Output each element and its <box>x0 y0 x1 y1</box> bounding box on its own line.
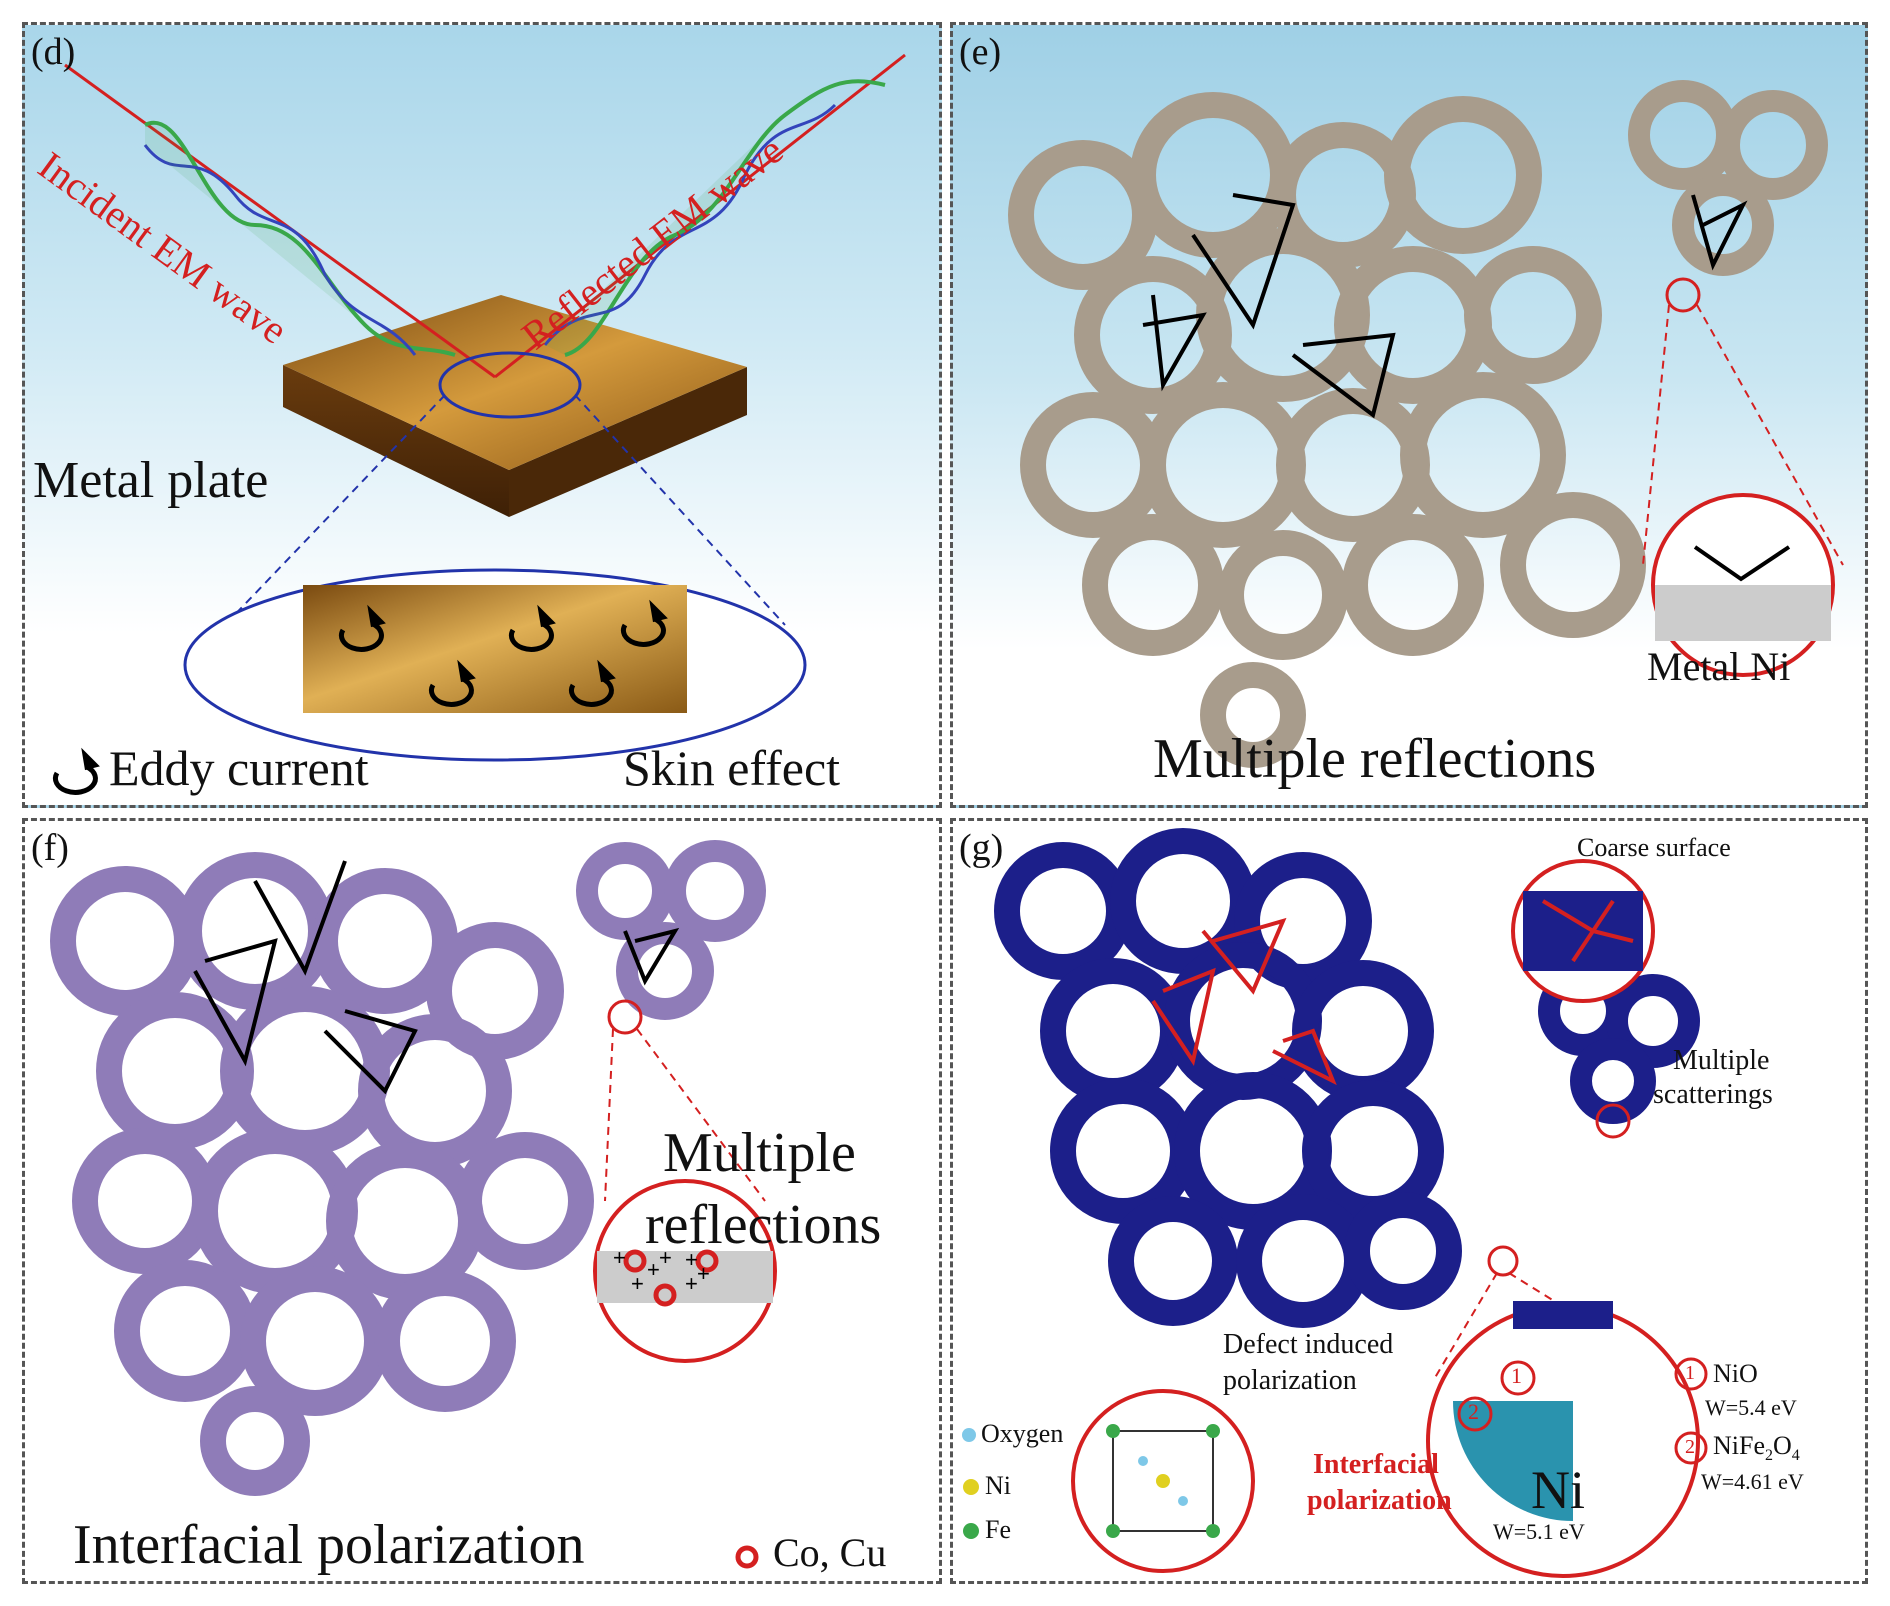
ni-work-function: W=5.1 eV <box>1493 1519 1585 1544</box>
g-scatterings-label: scatterings <box>1653 1079 1773 1110</box>
panel-g-tag: (g) <box>959 827 1004 869</box>
num1-circle <box>1500 1360 1536 1396</box>
g-zoom-spot-lower <box>1487 1245 1519 1277</box>
nife2o4-part-a: NiFe <box>1713 1431 1765 1460</box>
crystal-atoms <box>1106 1424 1220 1538</box>
svg-text:+: + <box>685 1247 698 1272</box>
incident-spot-circle <box>438 351 582 419</box>
reflected-wave-fill <box>545 115 785 355</box>
legend-oxygen: Oxygen <box>981 1419 1064 1448</box>
f-reflection-arrows <box>193 860 680 1095</box>
plus-charges: +++ +++ + <box>613 1245 710 1296</box>
svg-text:+: + <box>685 1271 698 1296</box>
metal-ni-arrow <box>1693 545 1791 582</box>
panel-f-drawing: +++ +++ + <box>50 840 777 1569</box>
panel-g-defect-polarization: (g) Coarse surface Multiple scatterings … <box>950 818 1868 1584</box>
incident-wave-blue <box>143 144 417 356</box>
metal-ni-label: Metal Ni <box>1647 644 1791 689</box>
element-legend-dots <box>962 1428 979 1539</box>
f-reflections-label: reflections <box>645 1194 882 1256</box>
reflection-arrows-black <box>1142 193 1748 419</box>
nife-number: 2 <box>1685 1436 1695 1458</box>
ni-disk-quarter <box>1453 1401 1573 1521</box>
cocu-particles <box>623 1249 759 1569</box>
ni-top-layer <box>1513 1301 1613 1329</box>
scattering-arrows-red <box>1151 917 1337 1086</box>
num2-label: 2 <box>1468 1399 1479 1424</box>
panel-d-eddy-current: (d) Incident EM wave Reflected EM wave M… <box>22 22 942 808</box>
nio-label: NiO <box>1713 1359 1758 1388</box>
nickel-foam-small <box>1628 80 1828 276</box>
e-zoom-line-right <box>1696 304 1844 566</box>
panel-e-tag: (e) <box>959 31 1002 73</box>
panel-f-tag: (f) <box>31 827 69 869</box>
coarse-surface-arrows <box>1541 899 1634 963</box>
multiple-reflections-caption: Multiple reflections <box>1153 728 1597 790</box>
nickel-foam-large <box>1008 92 1646 768</box>
metal-plate-label: Metal plate <box>33 452 269 509</box>
nio-num-circle <box>1674 1357 1708 1391</box>
nife2o4-label: NiFe2O4 <box>1713 1433 1800 1464</box>
reflected-ray <box>494 53 906 379</box>
f-zoom-spot <box>607 999 643 1035</box>
nife2o4-part-c: O <box>1773 1431 1792 1460</box>
skin-effect-label: Skin effect <box>623 740 841 796</box>
nife2o4-part-b: 2 <box>1765 1447 1773 1465</box>
defect-label-line1: Defect induced <box>1223 1329 1394 1360</box>
panel-d-tag: (d) <box>31 31 76 73</box>
cocu-foam-large <box>50 852 594 1496</box>
interfacial-label-line2: polarization <box>1307 1485 1452 1516</box>
svg-text:+: + <box>631 1271 644 1296</box>
incident-ray <box>64 63 496 379</box>
ni-disk-label: Ni <box>1531 1460 1585 1520</box>
cocu-legend-label: Co, Cu <box>773 1530 887 1575</box>
panel-f-interfacial-polarization: +++ +++ + (f) Multiple reflections Inter… <box>22 818 942 1584</box>
num1-label: 1 <box>1511 1363 1522 1388</box>
reflected-wave-green <box>564 79 886 357</box>
f-zoom-line-left <box>604 1028 614 1202</box>
svg-text:+: + <box>659 1245 672 1270</box>
eddy-current-label: Eddy current <box>109 740 369 796</box>
coarse-surface-label: Coarse surface <box>1577 833 1731 862</box>
nife2o4-work-function: W=4.61 eV <box>1701 1469 1804 1494</box>
legend-ni: Ni <box>985 1471 1011 1500</box>
nife2o4-foam-large <box>994 828 1462 1328</box>
svg-text:+: + <box>613 1245 626 1270</box>
nio-number: 1 <box>1685 1362 1695 1384</box>
e-zoom-line-left <box>1642 304 1670 566</box>
incident-wave-fill <box>145 122 365 325</box>
panel-e-drawing <box>1008 80 1844 768</box>
panel-d-drawing <box>52 53 906 795</box>
nife2o4-foam-small <box>1538 966 1700 1124</box>
f-multiple-label: Multiple <box>663 1122 856 1184</box>
e-zoom-spot <box>1665 277 1701 313</box>
incident-wave-green <box>144 120 456 357</box>
svg-text:+: + <box>697 1261 710 1286</box>
num2-circle <box>1457 1396 1493 1432</box>
legend-fe: Fe <box>985 1515 1011 1544</box>
reflected-wave-blue <box>543 103 837 346</box>
nife-num-circle <box>1674 1431 1708 1465</box>
g-zoom-line-left <box>1432 1272 1498 1382</box>
crystal-unit-cell <box>1112 1430 1214 1532</box>
coarse-surface-patch <box>1523 891 1643 971</box>
eddy-current-loops <box>52 599 668 795</box>
panel-e-multiple-reflections: (e) Metal Ni Multiple reflections <box>950 22 1868 808</box>
defect-label-line2: polarization <box>1223 1365 1357 1396</box>
zoom-line-left <box>224 394 446 626</box>
nio-work-function: W=5.4 eV <box>1705 1395 1797 1420</box>
metal-plate-side-right <box>509 367 747 517</box>
interfacial-polarization-caption: Interfacial polarization <box>73 1514 585 1576</box>
metal-plate-side-left <box>283 365 509 517</box>
nife2o4-part-d: 4 <box>1791 1447 1800 1465</box>
panel-g-drawing <box>962 828 1708 1578</box>
f-zoom-line-right <box>636 1028 766 1202</box>
g-zoom-spot-upper <box>1595 1103 1631 1139</box>
zoom-line-right <box>574 394 786 626</box>
g-multiple-label: Multiple <box>1673 1045 1770 1076</box>
metal-ni-layer <box>1655 585 1831 641</box>
svg-text:+: + <box>647 1257 660 1282</box>
interfacial-label-line1: Interfacial <box>1313 1449 1439 1480</box>
